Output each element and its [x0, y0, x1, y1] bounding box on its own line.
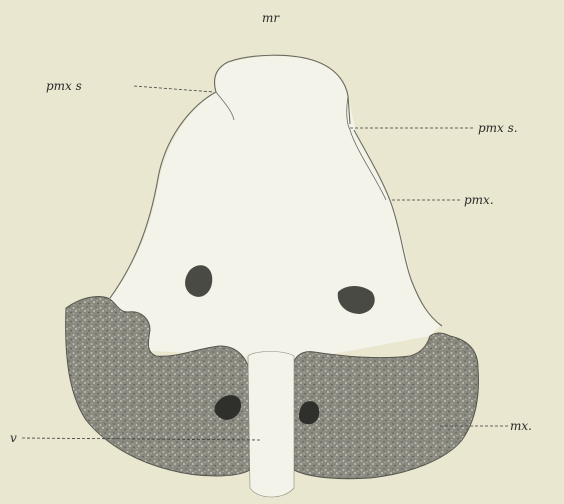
label-pmx-s-left: pmx s: [46, 79, 82, 93]
leader-pmx-s-left: [134, 86, 214, 92]
label-mx: mx.: [510, 419, 532, 433]
premaxilla-region: [96, 56, 440, 360]
label-v: v: [10, 431, 17, 445]
label-pmx: pmx.: [464, 193, 494, 207]
label-pmx-s-right: pmx s.: [478, 121, 518, 135]
vomer-strip: [248, 352, 294, 498]
label-mr: mr: [262, 11, 280, 25]
maxilla-right: [292, 333, 478, 479]
